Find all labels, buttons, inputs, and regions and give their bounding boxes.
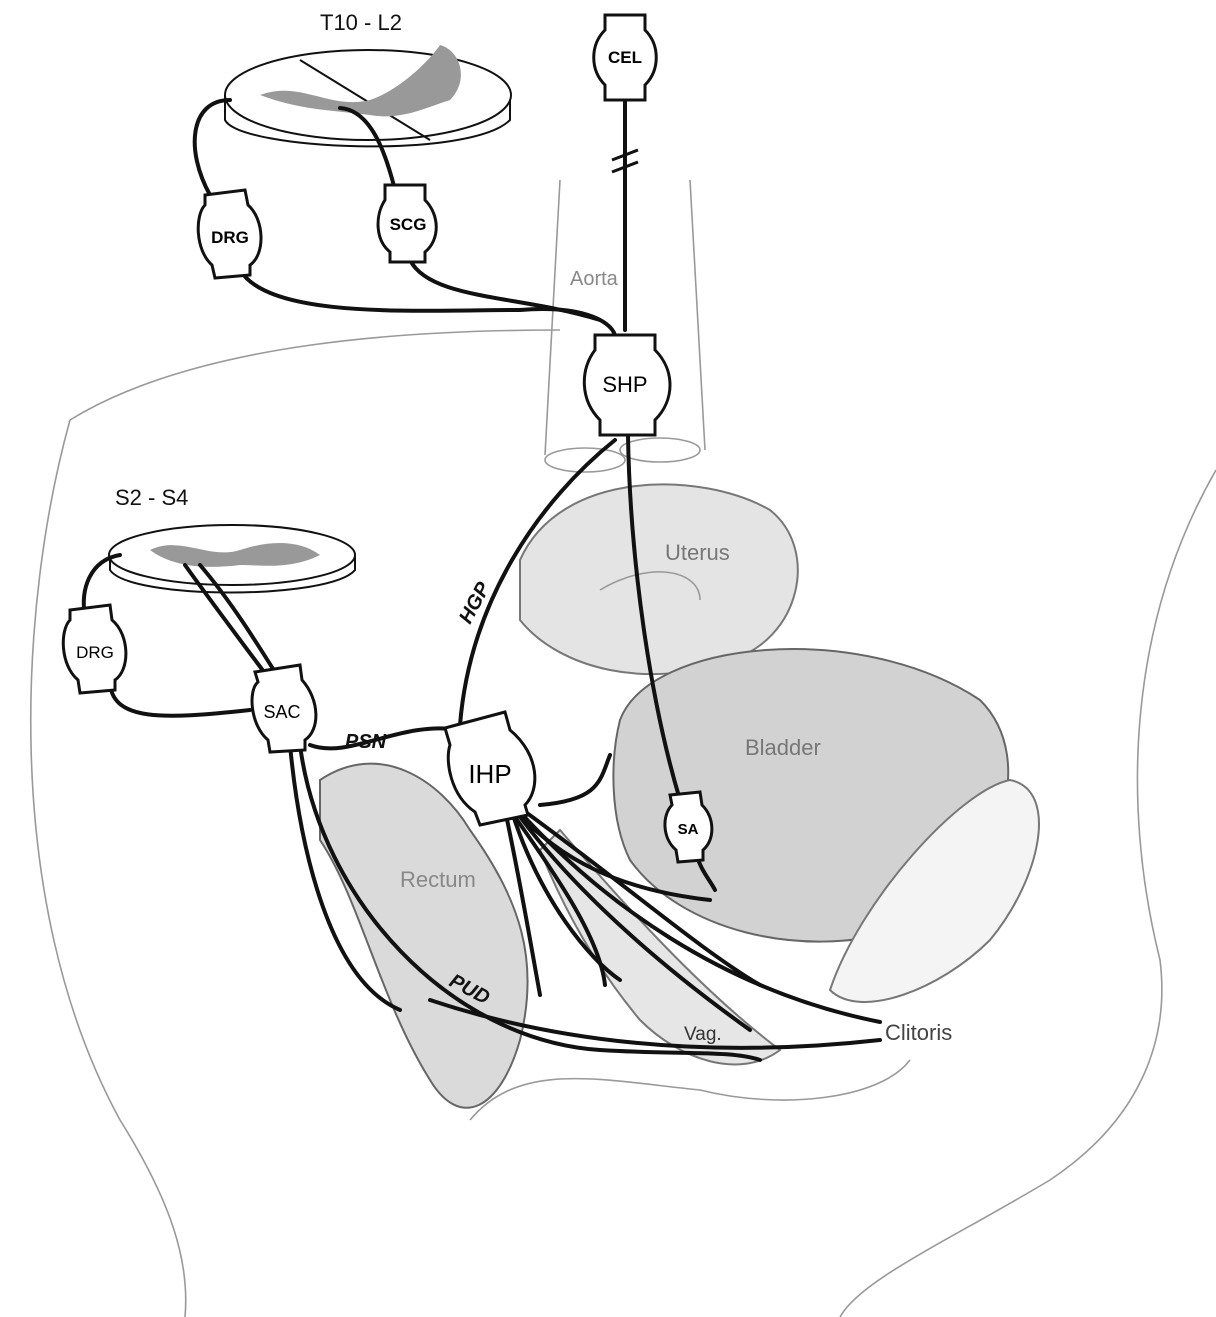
rectum: Rectum <box>319 762 529 1109</box>
ganglion-sa: SA <box>663 790 714 864</box>
sac-label: SAC <box>263 702 300 722</box>
ganglion-ihp: IHP <box>443 710 537 827</box>
ganglion-sac: SAC <box>250 663 318 754</box>
spinal-segment-upper-label: T10 - L2 <box>320 10 402 35</box>
body-outline-back <box>69 329 561 421</box>
aorta: Aorta <box>544 179 706 473</box>
vagina-label: Vag. <box>684 1024 722 1045</box>
nerve-fibers <box>81 88 882 1062</box>
drg-lower-label: DRG <box>76 643 114 662</box>
uterus-label: Uterus <box>665 540 730 565</box>
abdomen-outline <box>839 469 1216 1317</box>
uterus: Uterus <box>519 483 799 676</box>
nerve-break-mark <box>611 148 639 174</box>
spinal-segment-lower-label: S2 - S4 <box>115 485 188 510</box>
spinal-cord-t10-l2: T10 - L2 <box>224 10 512 148</box>
shp-label: SHP <box>602 372 647 397</box>
ganglion-scg: SCG <box>376 183 438 264</box>
clitoris-label: Clitoris <box>885 1020 952 1045</box>
cel-label: CEL <box>608 48 642 67</box>
drg-upper-label: DRG <box>211 228 249 247</box>
ihp-label: IHP <box>468 759 511 789</box>
ganglion-drg-upper: DRG <box>196 188 263 280</box>
body-outline <box>29 419 187 1317</box>
scg-label: SCG <box>390 215 427 234</box>
ganglion-shp: SHP <box>582 333 672 437</box>
perineum <box>469 1059 911 1121</box>
spinal-cord-s2-s4: S2 - S4 <box>108 485 356 594</box>
psn-label: PSN <box>345 731 387 753</box>
ganglion-drg-lower: DRG <box>61 603 128 695</box>
aorta-label: Aorta <box>570 268 619 290</box>
ganglion-cel: CEL <box>592 13 658 102</box>
pubic-bone <box>828 778 1040 1003</box>
rectum-label: Rectum <box>400 867 476 892</box>
bladder-label: Bladder <box>745 735 821 760</box>
sa-label: SA <box>678 821 699 838</box>
